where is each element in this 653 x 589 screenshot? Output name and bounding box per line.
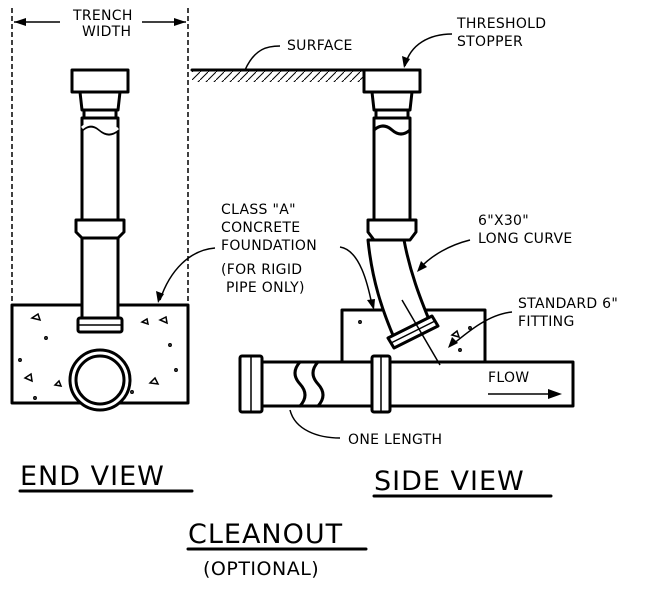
long-curve-leader <box>419 239 471 269</box>
side-view-title: SIDE VIEW <box>374 466 525 497</box>
concrete-leader <box>159 247 216 301</box>
riser-pipe-end <box>74 116 126 320</box>
fitting-label-2: FITTING <box>518 314 575 330</box>
end-view <box>10 8 216 412</box>
class-a-label-1: CLASS "A" <box>221 202 296 218</box>
threshold-stopper-end <box>70 68 130 120</box>
flow-label: FLOW <box>488 370 529 386</box>
threshold-label-2: STOPPER <box>457 34 523 50</box>
trench-width-dimension <box>14 18 186 26</box>
class-a-label-2: CONCRETE <box>221 220 300 236</box>
class-a-label-4: (FOR RIGID <box>221 262 302 278</box>
callout-labels: TRENCH WIDTH SURFACE THRESHOLD STOPPER C… <box>72 8 618 448</box>
optional-subtitle: (OPTIONAL) <box>203 558 319 580</box>
threshold-stopper-side <box>362 68 422 120</box>
main-pipe-side <box>238 354 575 414</box>
class-a-leader <box>339 246 373 306</box>
one-length-leader <box>289 409 341 439</box>
long-curve-label-2: LONG CURVE <box>478 231 573 247</box>
one-length-label: ONE LENGTH <box>348 432 442 448</box>
side-view <box>190 33 575 439</box>
trench-width-label-2: WIDTH <box>82 24 131 40</box>
trench-width-label-1: TRENCH <box>72 8 133 24</box>
cleanout-title: CLEANOUT <box>188 519 343 550</box>
view-titles: END VIEW SIDE VIEW CLEANOUT (OPTIONAL) <box>18 461 553 580</box>
surface-label: SURFACE <box>287 38 353 54</box>
end-view-title: END VIEW <box>20 461 165 492</box>
threshold-leader <box>404 33 453 67</box>
concrete-aggregate-side <box>358 320 472 352</box>
fitting-label-1: STANDARD 6" <box>518 296 618 312</box>
pipe-section-circle <box>68 348 132 412</box>
flow-arrow <box>488 389 562 399</box>
class-a-label-3: FOUNDATION <box>221 238 317 254</box>
riser-pipe-side <box>366 116 418 242</box>
ground-surface-hatch <box>192 70 367 82</box>
concrete-aggregate-marks <box>18 312 178 400</box>
long-curve-pipe <box>366 238 441 366</box>
threshold-label-1: THRESHOLD <box>456 16 546 32</box>
class-a-label-5: PIPE ONLY) <box>226 280 305 296</box>
long-curve-label-1: 6"X30" <box>478 213 529 229</box>
surface-leader <box>244 45 281 71</box>
fitting-leader <box>451 311 513 346</box>
